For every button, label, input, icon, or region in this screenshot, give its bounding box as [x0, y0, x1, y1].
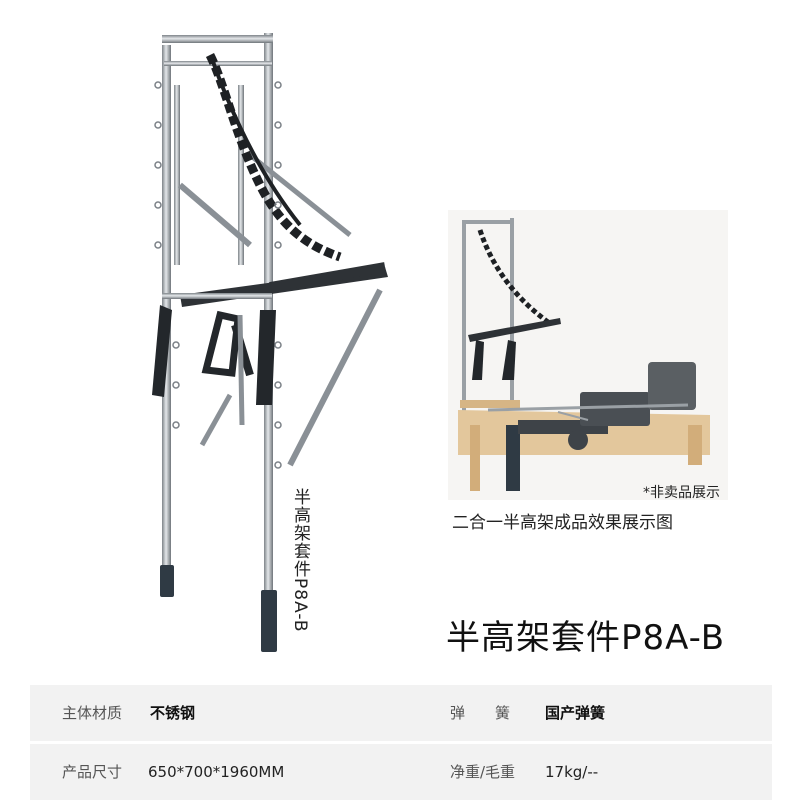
- spec-row: 产品尺寸 650*700*1960MM 净重/毛重 17kg/--: [30, 744, 772, 800]
- half-tower-frame-image: [152, 33, 388, 652]
- spec-value-weight: 17kg/--: [545, 763, 599, 781]
- spec-value-size: 650*700*1960MM: [148, 763, 285, 781]
- spec-label-material: 主体材质: [62, 704, 123, 722]
- spec-label-size: 产品尺寸: [62, 763, 123, 781]
- spec-label-weight: 净重/毛重: [450, 763, 516, 781]
- spec-value-spring: 国产弹簧: [545, 704, 606, 722]
- product-vertical-label: 半高架套件P8A-B: [290, 488, 310, 633]
- spec-row: 主体材质 不锈钢 弹 簧 国产弹簧: [30, 685, 772, 741]
- reformer-combo-image: [448, 210, 728, 500]
- inset-caption: 二合一半高架成品效果展示图: [452, 513, 673, 533]
- spec-label-spring: 弹 簧: [450, 704, 511, 722]
- spec-value-material: 不锈钢: [150, 704, 196, 722]
- product-title: 半高架套件P8A-B: [446, 618, 726, 658]
- not-for-sale-note: *非卖品展示: [643, 485, 720, 501]
